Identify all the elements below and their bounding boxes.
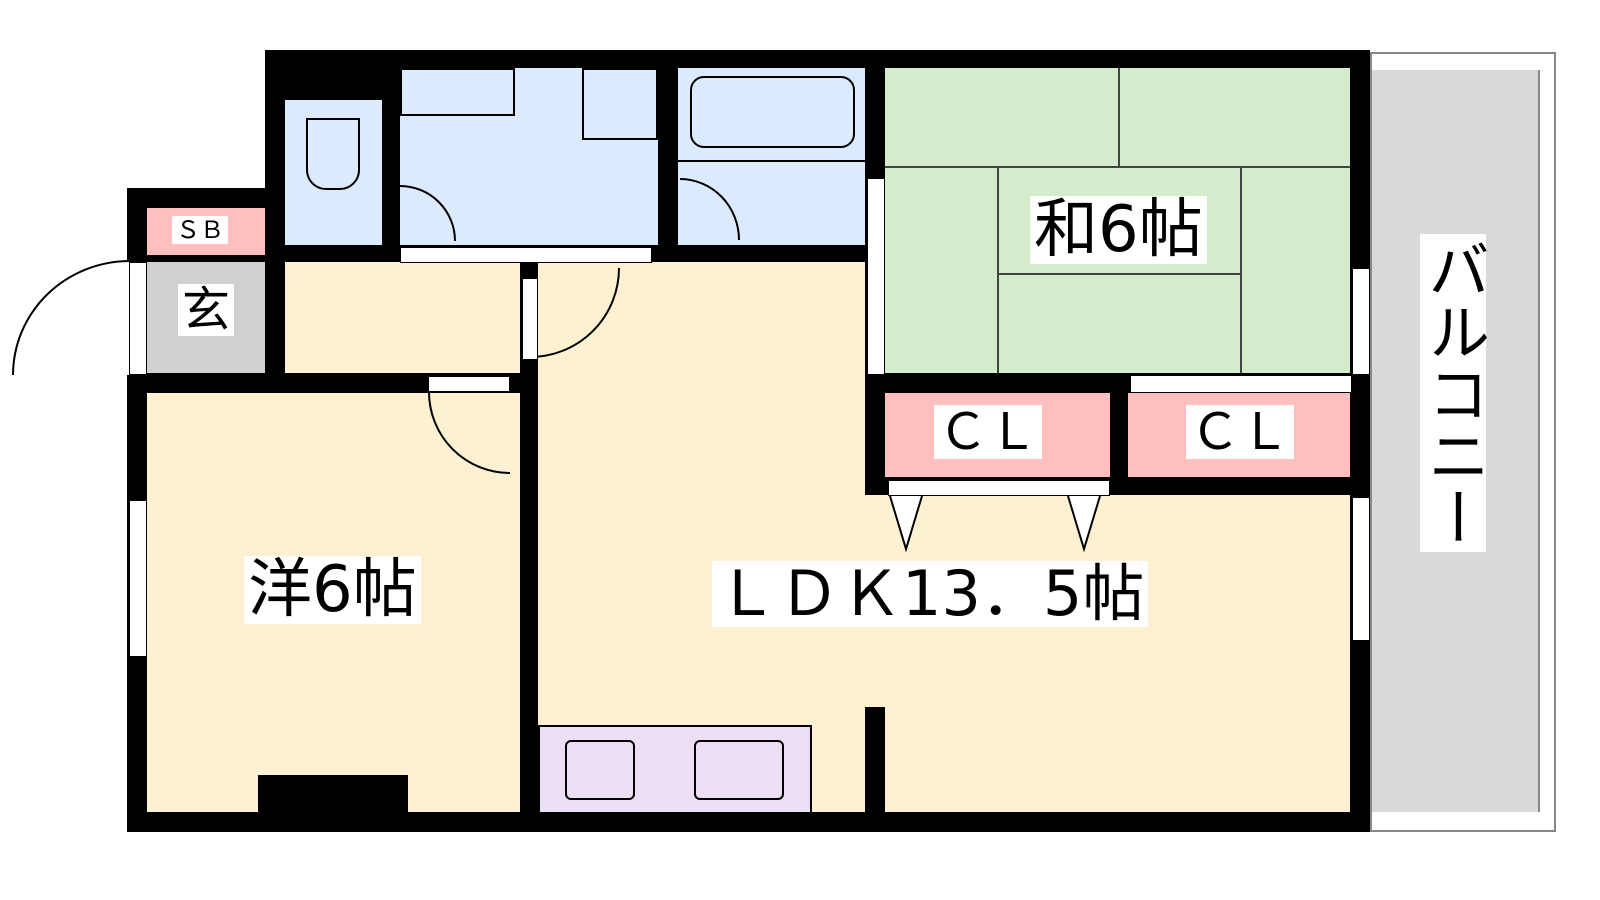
label-japanese-room: 和6帖: [1030, 196, 1207, 264]
toilet: [285, 100, 382, 245]
washing-machine-space: [582, 68, 658, 140]
window-east-2: [1352, 497, 1370, 641]
hallway: [285, 262, 520, 373]
label-closet-2: ＣＬ: [1186, 405, 1294, 459]
label-shoe-box: ＳＢ: [172, 216, 228, 244]
ldk-right: [865, 495, 1350, 812]
pillar: [258, 775, 408, 812]
stove: [565, 740, 635, 800]
label-entrance: 玄: [178, 284, 235, 336]
window-west: [129, 500, 147, 657]
window-east-1: [1352, 268, 1370, 375]
ldk: [538, 262, 865, 812]
kitchen-sink: [694, 740, 784, 800]
sink: [400, 68, 515, 116]
label-ldk: ＬＤＫ13．5帖: [712, 561, 1149, 627]
closet-door-arrows: [889, 495, 1101, 553]
kitchen-counter: [538, 725, 812, 812]
label-closet-1: ＣＬ: [934, 405, 1042, 459]
label-balcony: バルコニー: [1417, 234, 1490, 552]
toilet-fixture: [306, 118, 360, 190]
label-western-room: 洋6帖: [244, 556, 421, 624]
bathtub: [690, 76, 855, 148]
